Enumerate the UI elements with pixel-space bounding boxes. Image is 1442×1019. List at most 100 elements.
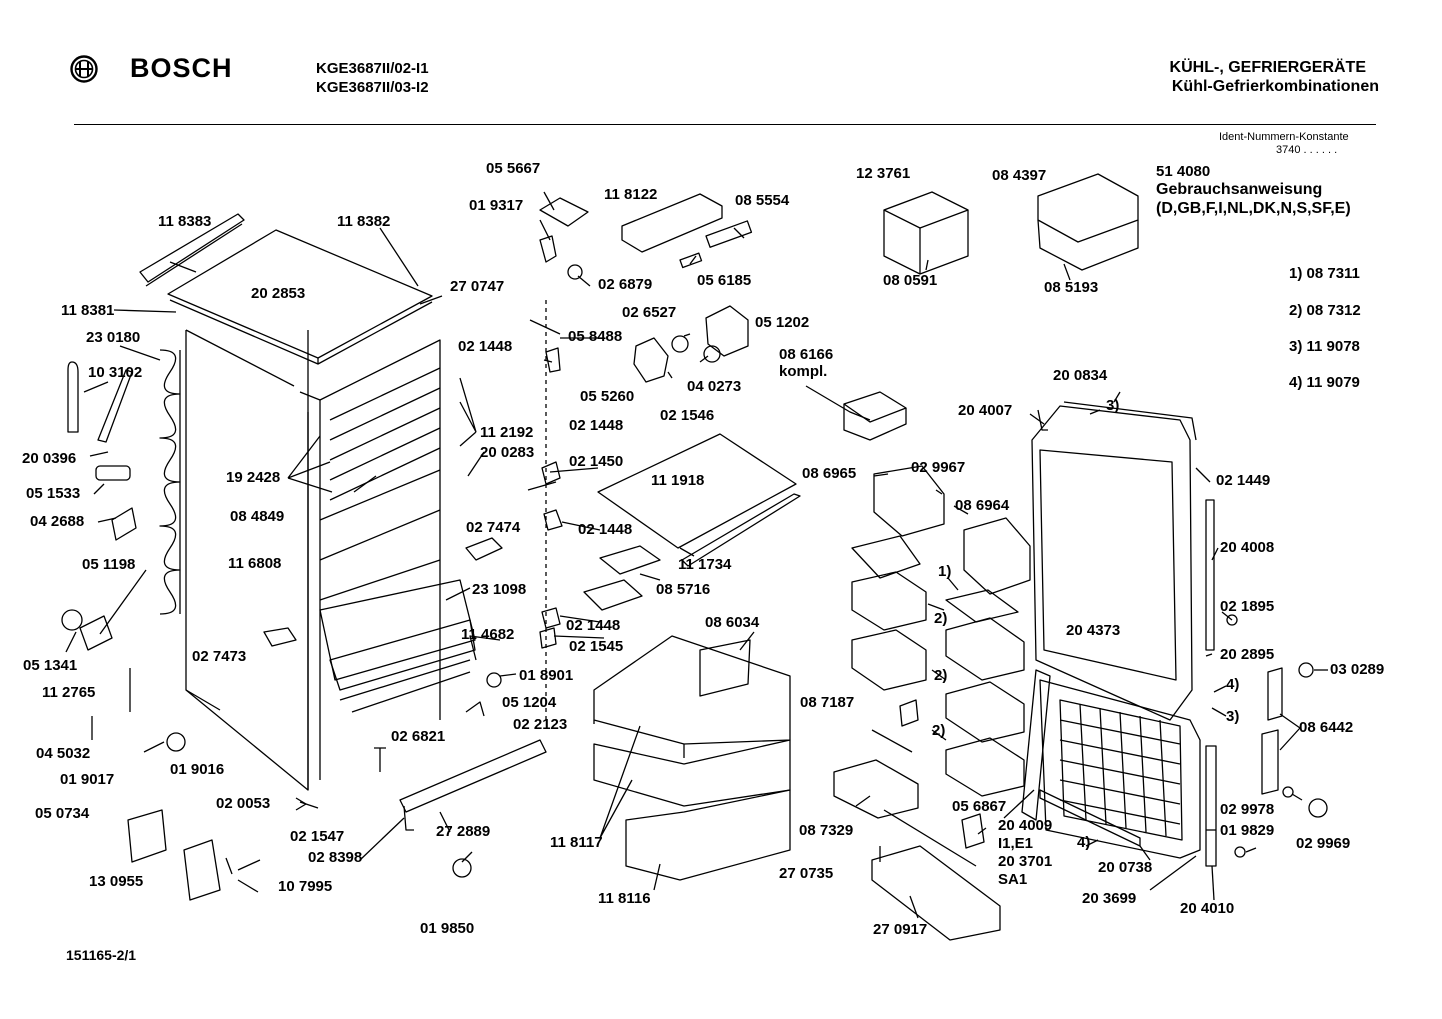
part-label: 08 7329	[799, 822, 854, 839]
part-label: 02 1450	[569, 453, 624, 470]
part-label: 02 2123	[513, 716, 568, 733]
part-label: 02 9978	[1220, 801, 1275, 818]
part-label: 23 1098	[472, 581, 527, 598]
part-label: 05 6185	[697, 272, 752, 289]
part-label: 02 6821	[391, 728, 446, 745]
manual-title: Gebrauchsanweisung	[1156, 181, 1323, 198]
footnote-marker: 2)	[932, 722, 946, 739]
drawing-number: 151165-2/1	[66, 947, 137, 963]
part-label: 02 1448	[569, 417, 624, 434]
part-label: 11 8117	[550, 834, 603, 851]
part-label: 01 9017	[60, 771, 115, 788]
part-label: 11 8382	[337, 213, 391, 230]
part-label: 02 1448	[458, 338, 513, 355]
part-label: 05 8488	[568, 328, 623, 345]
part-label: 01 9016	[170, 761, 225, 778]
ident-label: Ident-Nummern-Konstante	[1219, 131, 1349, 143]
part-label: 20 4008	[1220, 539, 1275, 556]
top-panel	[168, 230, 432, 358]
part-label: 02 8398	[308, 849, 363, 866]
part-label: 27 0917	[873, 921, 928, 938]
subcategory-title: Kühl-Gefrierkombinationen	[1171, 78, 1379, 95]
part-label: 02 1448	[578, 521, 633, 538]
category-title: KÜHL-, GEFRIERGERÄTE	[1169, 59, 1366, 76]
footnote-marker: 2)	[934, 610, 948, 627]
part-label: 08 5554	[735, 192, 790, 209]
part-label: 11 8122	[604, 186, 658, 203]
part-label: 20 0834	[1053, 367, 1108, 384]
part-label: 02 1895	[1220, 598, 1275, 615]
part-label: 11 8116	[598, 890, 651, 907]
part-label: 08 5716	[656, 581, 711, 598]
part-label: 05 1204	[502, 694, 557, 711]
part-label: 20 4007	[958, 402, 1013, 419]
part-label: 01 9317	[469, 197, 524, 214]
part-label: 20 0396	[22, 450, 77, 467]
footnote-marker: 3)	[1226, 708, 1240, 725]
part-label: 01 8901	[519, 667, 574, 684]
part-label: 08 6442	[1299, 719, 1354, 736]
part-label: 04 2688	[30, 513, 85, 530]
ident-value: 3740 . . . . . .	[1276, 144, 1338, 156]
note-2: 2) 08 7312	[1289, 302, 1361, 319]
part-label: 02 9969	[1296, 835, 1351, 852]
note-1: 1) 08 7311	[1289, 265, 1360, 282]
part-label: 20 4009	[998, 817, 1053, 834]
part-label: 20 2895	[1220, 646, 1275, 663]
part-label: 20 2853	[251, 285, 306, 302]
model-number-1: KGE3687II/02-I1	[316, 60, 429, 77]
bosch-logo-icon	[70, 55, 98, 83]
part-label: 10 3102	[88, 364, 143, 381]
part-label: 05 5260	[580, 388, 635, 405]
part-label: 05 1198	[82, 556, 136, 573]
part-label: 04 5032	[36, 745, 91, 762]
manual-languages: (D,GB,F,I,NL,DK,N,S,SF,E)	[1156, 200, 1351, 217]
part-label: 03 0289	[1330, 661, 1385, 678]
part-label: 08 6166	[779, 346, 834, 363]
footnote-marker: 4)	[1077, 834, 1091, 851]
header-rule	[74, 124, 1376, 125]
part-label: 08 5193	[1044, 279, 1099, 296]
part-label: 08 4849	[230, 508, 285, 525]
part-label: 27 0735	[779, 865, 834, 882]
part-label: 11 8381	[61, 302, 115, 319]
part-label: 02 1449	[1216, 472, 1271, 489]
part-label: I1,E1	[998, 835, 1034, 852]
part-label: 20 4373	[1066, 622, 1121, 639]
part-label: 02 7474	[466, 519, 521, 536]
part-label: 27 2889	[436, 823, 491, 840]
part-label: 08 6964	[955, 497, 1010, 514]
footnote-marker: 4)	[1226, 676, 1240, 693]
model-number-2: KGE3687II/03-I2	[316, 79, 429, 96]
part-label: 08 4397	[992, 167, 1047, 184]
part-label: 19 2428	[226, 469, 281, 486]
part-label: 08 6034	[705, 614, 760, 631]
part-label: 12 3761	[856, 165, 911, 182]
part-label: 02 7473	[192, 648, 247, 665]
part-label: 08 7187	[800, 694, 855, 711]
part-label: 08 0591	[883, 272, 938, 289]
footnote-marker: 1)	[938, 563, 952, 580]
part-label: 05 5667	[486, 160, 541, 177]
note-3: 3) 11 9078	[1289, 338, 1360, 355]
part-label: 20 0738	[1098, 859, 1153, 876]
part-label: 11 2765	[42, 684, 96, 701]
note-4: 4) 11 9079	[1289, 374, 1360, 391]
part-label: 20 3701	[998, 853, 1053, 870]
part-label: 20 4010	[1180, 900, 1235, 917]
part-label: 04 0273	[687, 378, 742, 395]
part-label: 08 6965	[802, 465, 857, 482]
part-label: 05 1533	[26, 485, 81, 502]
part-label: 05 1202	[755, 314, 810, 331]
part-label: 02 6527	[622, 304, 677, 321]
part-label: 02 1448	[566, 617, 621, 634]
part-label: 11 2192	[480, 424, 534, 441]
footnote-marker: 3)	[1106, 397, 1120, 414]
part-label: 05 6867	[952, 798, 1007, 815]
part-label: 02 1546	[660, 407, 715, 424]
part-label: 02 0053	[216, 795, 271, 812]
footnote-marker: 2)	[934, 667, 948, 684]
part-label: 10 7995	[278, 878, 333, 895]
part-label: 27 0747	[450, 278, 505, 295]
